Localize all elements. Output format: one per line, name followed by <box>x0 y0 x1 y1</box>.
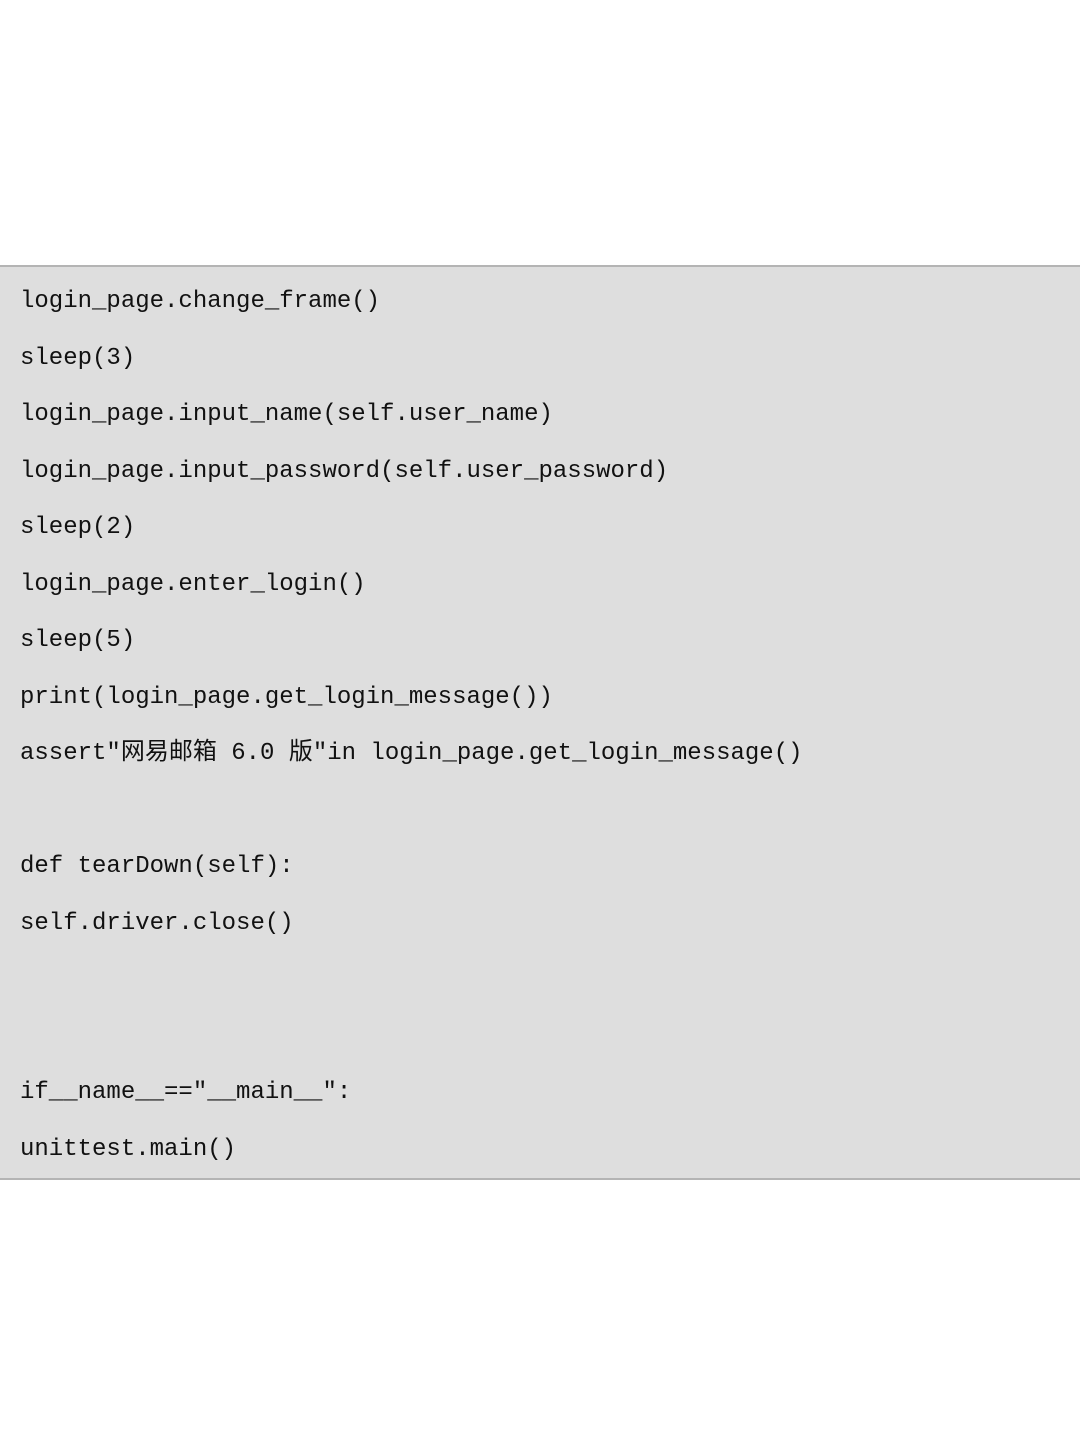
code-line: self.driver.close() <box>20 909 294 937</box>
code-line: sleep(5) <box>20 627 136 654</box>
code-block: login_page.change_frame() sleep(3) login_p… <box>0 265 1080 1180</box>
code-line: login_page.change_frame() <box>20 288 381 315</box>
code-line: login_page.input_name(self.user_name) <box>20 401 553 428</box>
code-line: assert"网易邮箱 6.0 版"in login_page.get_logi… <box>20 740 803 767</box>
code-line: print(login_page.get_login_message()) <box>20 683 553 711</box>
code-line: if__name__=="__main__": <box>20 1079 352 1106</box>
code-line: sleep(2) <box>20 514 136 541</box>
code-line: login_page.enter_login() <box>20 570 366 598</box>
code-line: login_page.input_password(self.user_pass… <box>20 457 669 485</box>
code-line: sleep(3) <box>20 344 136 372</box>
code-line: unittest.main() <box>20 1135 237 1163</box>
code-line: def tearDown(self): <box>20 853 294 880</box>
